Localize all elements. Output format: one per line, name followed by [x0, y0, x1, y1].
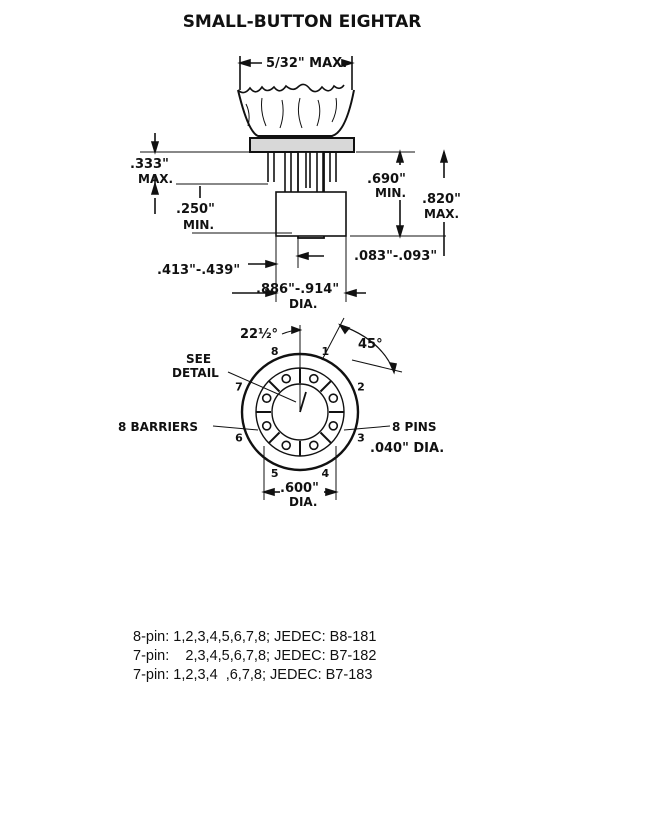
pin-number-label: 8	[271, 345, 279, 358]
seated-length-label: .690"	[367, 172, 406, 187]
total-length-label: .820"	[422, 192, 461, 207]
note-line: 8-pin: 1,2,3,4,5,6,7,8; JEDEC: B8-181	[133, 629, 377, 645]
pin-number-label: 1	[321, 345, 329, 358]
barriers-label: 8 BARRIERS	[118, 420, 198, 434]
pin-dia-label: .040" DIA.	[370, 441, 444, 456]
pin-1	[308, 373, 319, 384]
barrier	[268, 431, 281, 444]
barrier	[268, 380, 281, 393]
barrier	[319, 380, 332, 393]
angle-small-label: 22½°	[240, 327, 278, 342]
pin-2	[328, 393, 339, 404]
pin-8	[281, 373, 292, 384]
key-offset-label: .413"-.439"	[157, 263, 240, 278]
max-width-label: 5/32" MAX.	[266, 56, 347, 71]
circle-dia-note: DIA.	[289, 495, 318, 509]
base-height-label: .333"	[130, 157, 169, 172]
barrier	[319, 431, 332, 444]
note-line: 7-pin: 1,2,3,4 ,6,7,8; JEDEC: B7-183	[133, 667, 373, 683]
seated-length-note: MIN.	[375, 186, 406, 200]
side-view	[140, 56, 449, 302]
pin-offset-label: .083"-.093"	[354, 249, 437, 264]
pin-number-label: 4	[321, 467, 329, 480]
see-detail-label-2: DETAIL	[172, 366, 219, 380]
pin-length-note: MIN.	[183, 218, 214, 232]
note-line: 7-pin: 2,3,4,5,6,7,8; JEDEC: B7-182	[133, 648, 377, 664]
pin-7	[261, 393, 272, 404]
total-length-note: MAX.	[424, 207, 459, 221]
pins-label: 8 PINS	[392, 420, 436, 434]
base-dia-label: .886"-.914"	[256, 282, 339, 297]
circle-dia-label: .600"	[280, 481, 319, 496]
pin-layout: 1 2 3 4 5 6 7 8	[235, 345, 365, 480]
base-dia-note: DIA.	[289, 297, 318, 311]
diagram-title: SMALL-BUTTON EIGHTAR	[183, 12, 422, 32]
pin-number-label: 6	[235, 431, 243, 444]
pin-5	[281, 440, 292, 451]
basing-notes: 8-pin: 1,2,3,4,5,6,7,8; JEDEC: B8-181 7-…	[133, 628, 376, 685]
pin-number-label: 3	[357, 431, 365, 444]
angle-large-label: 45°	[358, 337, 383, 352]
pin-number-label: 7	[235, 381, 243, 394]
pin-3	[328, 420, 339, 431]
base-height-note: MAX.	[138, 172, 173, 186]
see-detail-label-1: SEE	[186, 352, 211, 366]
pin-number-label: 5	[271, 467, 279, 480]
pin-number-label: 2	[357, 381, 365, 394]
bottom-view	[212, 317, 403, 500]
pin-4	[308, 440, 319, 451]
pin-6	[261, 420, 272, 431]
pin-length-label: .250"	[176, 202, 215, 217]
